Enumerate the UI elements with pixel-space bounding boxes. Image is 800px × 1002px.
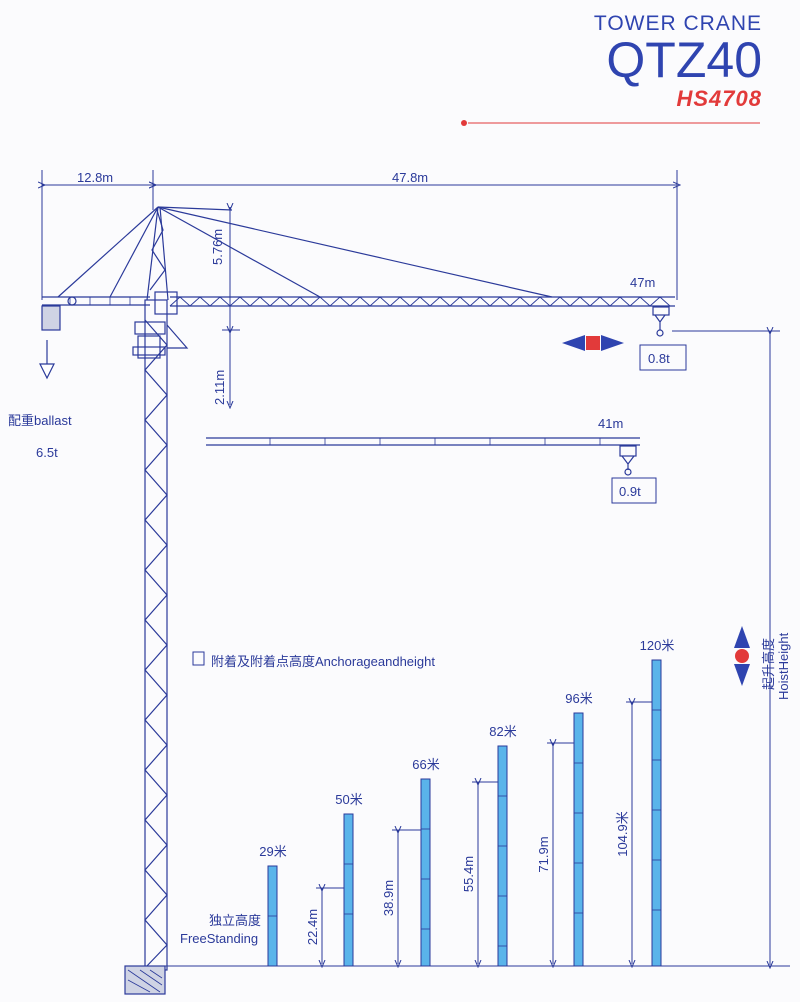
height-bars: 29米 50米 22.4m 66米 38.9m 82米 55.4m 96米 71.9m 120米 1…: [259, 638, 674, 966]
height-bar-label: 29米: [259, 844, 286, 859]
anchorage-legend-icon: [192, 651, 205, 666]
hoist-height-en-label: HoistHeight: [776, 632, 791, 700]
anchorage-height-label: 55.4m: [461, 856, 476, 892]
ballast-value: 6.5t: [36, 445, 58, 460]
height-bar: [651, 659, 662, 967]
header-rule: [461, 120, 760, 126]
tower-head-height-label: 5.76m: [210, 228, 225, 265]
dimension-tower-head: [222, 207, 240, 405]
title-model: QTZ40: [606, 32, 762, 88]
anchorage-height-label: 38.9m: [381, 880, 396, 916]
title-block: TOWER CRANE QTZ40 HS4708: [594, 12, 762, 112]
dim-jib-label: 47.8m: [392, 170, 429, 185]
height-bar-label: 96米: [565, 691, 592, 706]
max-radius-label: 47m: [630, 275, 656, 290]
height-bar: [497, 745, 508, 967]
load-box-09: [611, 477, 657, 504]
hoist-arrows-icon: [734, 626, 750, 686]
tower-mast: [124, 299, 168, 995]
height-bar: [343, 813, 354, 967]
short-jib: [206, 437, 640, 476]
load-value-08: 0.8t: [648, 351, 670, 366]
height-bar-label: 82米: [489, 724, 516, 739]
trolley-hook-47m-icon: [652, 306, 670, 337]
trolley-travel-arrows-icon: [562, 335, 624, 351]
anchorage-height-label: 22.4m: [305, 909, 320, 945]
height-bar-label: 50米: [335, 792, 362, 807]
dimension-top: [42, 170, 677, 300]
height-bar-label: 120米: [640, 638, 675, 653]
jib-height-label: 2.11m: [212, 369, 227, 405]
height-bar-label: 66米: [412, 757, 439, 772]
title-subtitle: TOWER CRANE: [593, 12, 762, 35]
anchorage-height-label: 104.9米: [615, 811, 630, 857]
load-box-08: [639, 344, 687, 371]
short-radius-label: 41m: [598, 416, 624, 431]
anchorage-legend-label: 附着及附着点高度Anchorageandheight: [211, 654, 435, 669]
hoist-height-cn-label: 起升高度: [761, 637, 776, 690]
tower-head: [132, 206, 189, 359]
title-code: HS4708: [676, 86, 762, 111]
freestanding-cn-label: 独立高度: [209, 913, 262, 928]
ballast-arrow-icon: [39, 340, 55, 380]
dim-counter-jib-label: 12.8m: [77, 170, 114, 185]
anchorage-height-label: 71.9m: [536, 836, 551, 872]
main-jib: [157, 206, 675, 307]
ballast-label: 配重ballast: [8, 413, 72, 428]
height-bar: [420, 778, 431, 967]
load-value-09: 0.9t: [619, 484, 641, 499]
height-bar: [573, 712, 584, 967]
counter-jib: [41, 206, 159, 331]
freestanding-en-label: FreeStanding: [180, 931, 259, 946]
